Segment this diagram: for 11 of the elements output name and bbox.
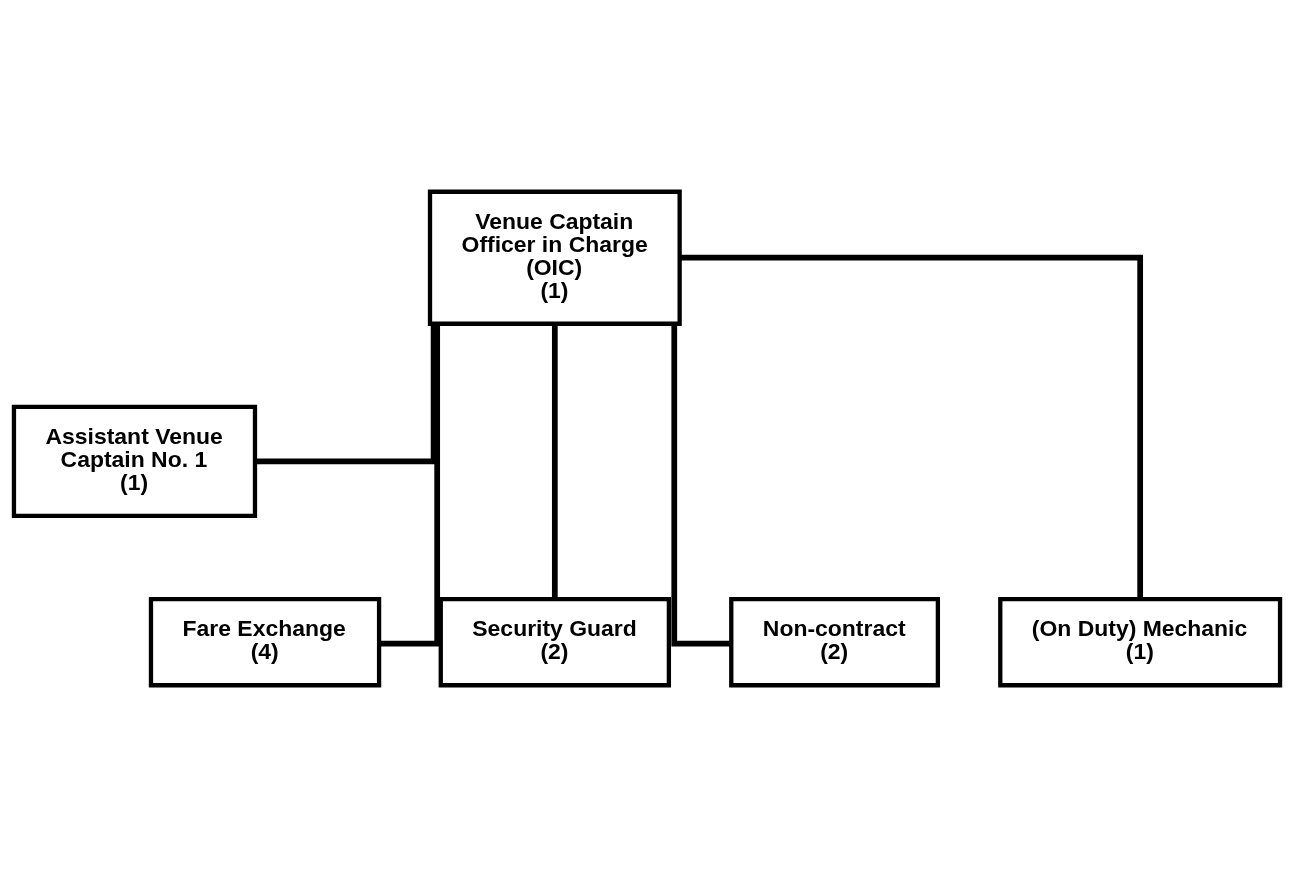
node-box: Security Guard (2)	[438, 596, 672, 687]
node-box: Assistant Venue Captain No. 1 (1)	[11, 404, 258, 518]
connector	[679, 254, 1144, 599]
connector	[379, 323, 441, 647]
node-box: Venue Captain Officer in Charge (OIC) (1)	[427, 189, 682, 326]
connector	[255, 323, 437, 464]
node-box: Fare Exchange (4)	[148, 596, 382, 687]
connector	[671, 323, 732, 647]
node-box: Non-contract (2)	[729, 596, 941, 687]
connector	[551, 323, 558, 599]
node-box: (On Duty) Mechanic (1)	[998, 596, 1283, 687]
